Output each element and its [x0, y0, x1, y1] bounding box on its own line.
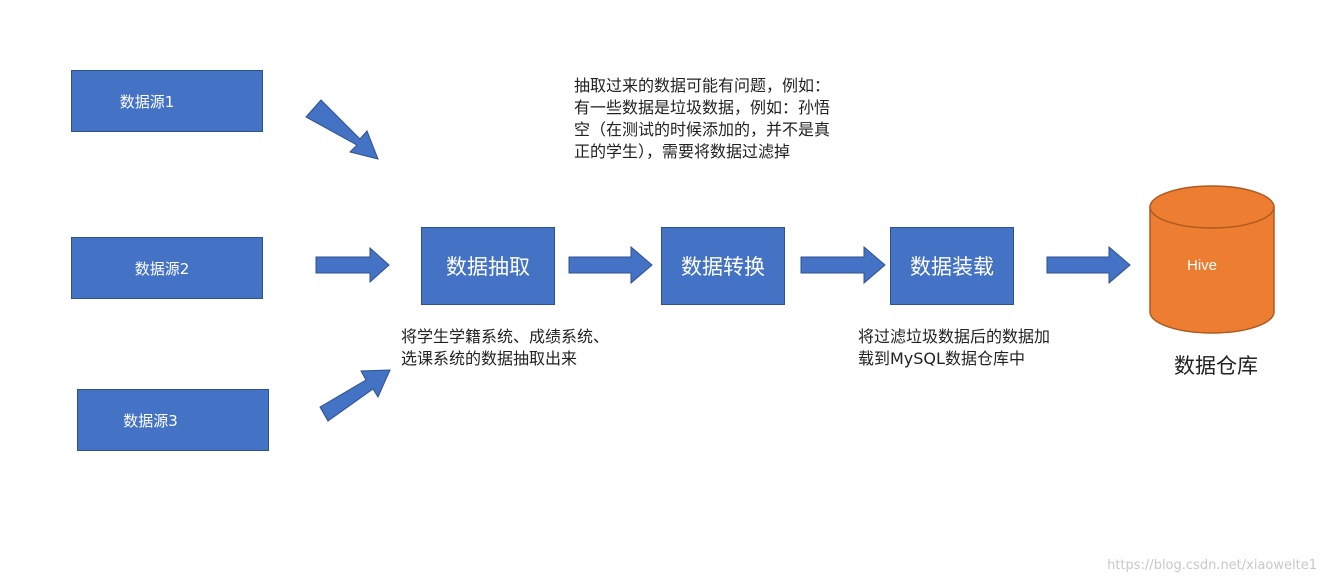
step-extract-label: 数据抽取 [446, 255, 530, 279]
arrow-source2-to-extract [315, 246, 390, 284]
arrow-source3-to-extract [319, 369, 391, 422]
step-transform-box: 数据转换 [661, 227, 785, 305]
note-extracted-data-issues: 抽取过来的数据可能有问题，例如： 有一些数据是垃圾数据，例如：孙悟 空（在测试的… [574, 76, 831, 161]
hive-label: Hive [1187, 257, 1217, 274]
hive-cylinder: Hive [1149, 185, 1275, 334]
source-box-3: 数据源3 [77, 389, 269, 451]
warehouse-caption: 数据仓库 [1174, 354, 1258, 378]
arrow-load-to-warehouse [1046, 245, 1131, 285]
step-load-box: 数据装载 [890, 227, 1014, 305]
source-label-1: 数据源1 [119, 92, 175, 111]
source-box-2: 数据源2 [71, 237, 263, 299]
step-transform-label: 数据转换 [681, 255, 765, 279]
arrow-transform-to-load [800, 245, 886, 285]
source-label-3: 数据源3 [123, 411, 178, 430]
watermark: https://blog.csdn.net/xiaowelte1 [1107, 558, 1317, 573]
note-extract-sources: 将学生学籍系统、成绩系统、 选课系统的数据抽取出来 [401, 327, 610, 368]
arrow-source1-to-extract [305, 99, 379, 160]
source-box-1: 数据源1 [71, 70, 263, 132]
step-extract-box: 数据抽取 [421, 227, 555, 305]
step-load-label: 数据装载 [910, 255, 994, 279]
arrow-extract-to-transform [568, 245, 653, 285]
note-load-mysql: 将过滤垃圾数据后的数据加 载到MySQL数据仓库中 [858, 327, 1051, 368]
source-label-2: 数据源2 [134, 259, 190, 278]
